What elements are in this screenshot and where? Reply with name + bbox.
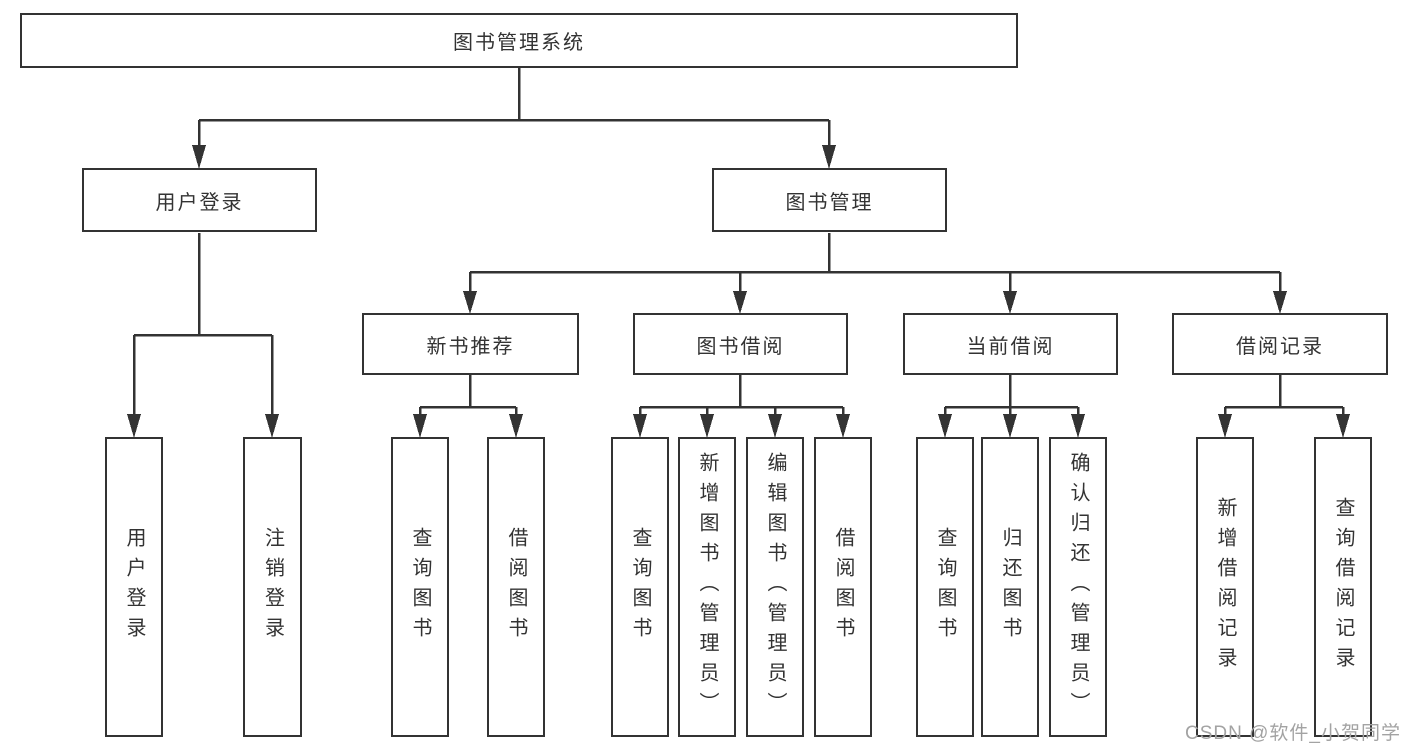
connector-user-login-to-leaves <box>127 233 279 438</box>
leaf-confirm-return-admin: 确认归还（管理员） <box>1049 437 1107 737</box>
leaf-label: 查询借阅记录 <box>1332 497 1354 677</box>
arrowhead <box>509 414 523 438</box>
arrowhead <box>768 414 782 438</box>
csdn-watermark: CSDN @软件_小贺同学 <box>1185 723 1401 744</box>
arrowhead <box>633 414 647 438</box>
connector-borrow-records-to-leaves <box>1218 375 1350 438</box>
arrowhead <box>1003 291 1017 314</box>
node-book-borrow: 图书借阅 <box>633 313 848 375</box>
leaf-edit-book-admin: 编辑图书（管理员） <box>746 437 804 737</box>
leaf-borrow-book: 借阅图书 <box>814 437 872 737</box>
arrowhead <box>192 145 206 169</box>
leaf-add-book-admin: 新增图书（管理员） <box>678 437 736 737</box>
leaf-label: 查询图书 <box>934 527 956 647</box>
leaf-label: 用户登录 <box>123 527 145 647</box>
leaf-label: 注销登录 <box>261 527 284 647</box>
arrowhead <box>938 414 952 438</box>
arrowhead <box>700 414 714 438</box>
arrowhead <box>1273 291 1287 314</box>
leaf-logout: 注销登录 <box>243 437 302 737</box>
arrowhead <box>1218 414 1232 438</box>
leaf-label: 确认归还（管理员） <box>1067 452 1089 722</box>
leaf-add-borrow-record: 新增借阅记录 <box>1196 437 1254 737</box>
leaf-return-book: 归还图书 <box>981 437 1039 737</box>
arrowhead <box>1003 414 1017 438</box>
leaf-query-book-recommend: 查询图书 <box>391 437 449 737</box>
leaf-label: 归还图书 <box>999 527 1021 647</box>
node-current-borrow: 当前借阅 <box>903 313 1118 375</box>
leaf-query-borrow-record: 查询借阅记录 <box>1314 437 1372 737</box>
leaf-label: 借阅图书 <box>832 527 854 647</box>
node-borrow-records: 借阅记录 <box>1172 313 1388 375</box>
connector-new-book-to-leaves <box>413 375 523 438</box>
arrowhead <box>1071 414 1085 438</box>
leaf-query-book-current: 查询图书 <box>916 437 974 737</box>
leaf-query-book-borrow: 查询图书 <box>611 437 669 737</box>
leaf-label: 编辑图书（管理员） <box>764 452 786 722</box>
leaf-label: 借阅图书 <box>505 527 527 647</box>
connector-book-mgmt-to-level3 <box>463 233 1287 314</box>
node-new-book-recommend: 新书推荐 <box>362 313 579 375</box>
leaf-label: 新增借阅记录 <box>1214 497 1236 677</box>
connector-current-borrow-to-leaves <box>938 375 1085 438</box>
arrowhead <box>1336 414 1350 438</box>
node-book-management: 图书管理 <box>712 168 947 232</box>
leaf-label: 查询图书 <box>629 527 651 647</box>
arrowhead <box>265 414 279 438</box>
arrowhead <box>127 414 141 438</box>
arrowhead <box>413 414 427 438</box>
arrowhead <box>822 145 836 169</box>
node-root-system: 图书管理系统 <box>20 13 1018 68</box>
leaf-label: 查询图书 <box>409 527 431 647</box>
leaf-borrow-book-recommend: 借阅图书 <box>487 437 545 737</box>
arrowhead <box>836 414 850 438</box>
node-user-login: 用户登录 <box>82 168 317 232</box>
arrowhead <box>733 291 747 314</box>
connector-root-to-level2 <box>192 68 836 169</box>
leaf-user-login: 用户登录 <box>105 437 163 737</box>
connector-book-borrow-to-leaves <box>633 375 850 438</box>
arrowhead <box>463 291 477 314</box>
leaf-label: 新增图书（管理员） <box>696 452 718 722</box>
